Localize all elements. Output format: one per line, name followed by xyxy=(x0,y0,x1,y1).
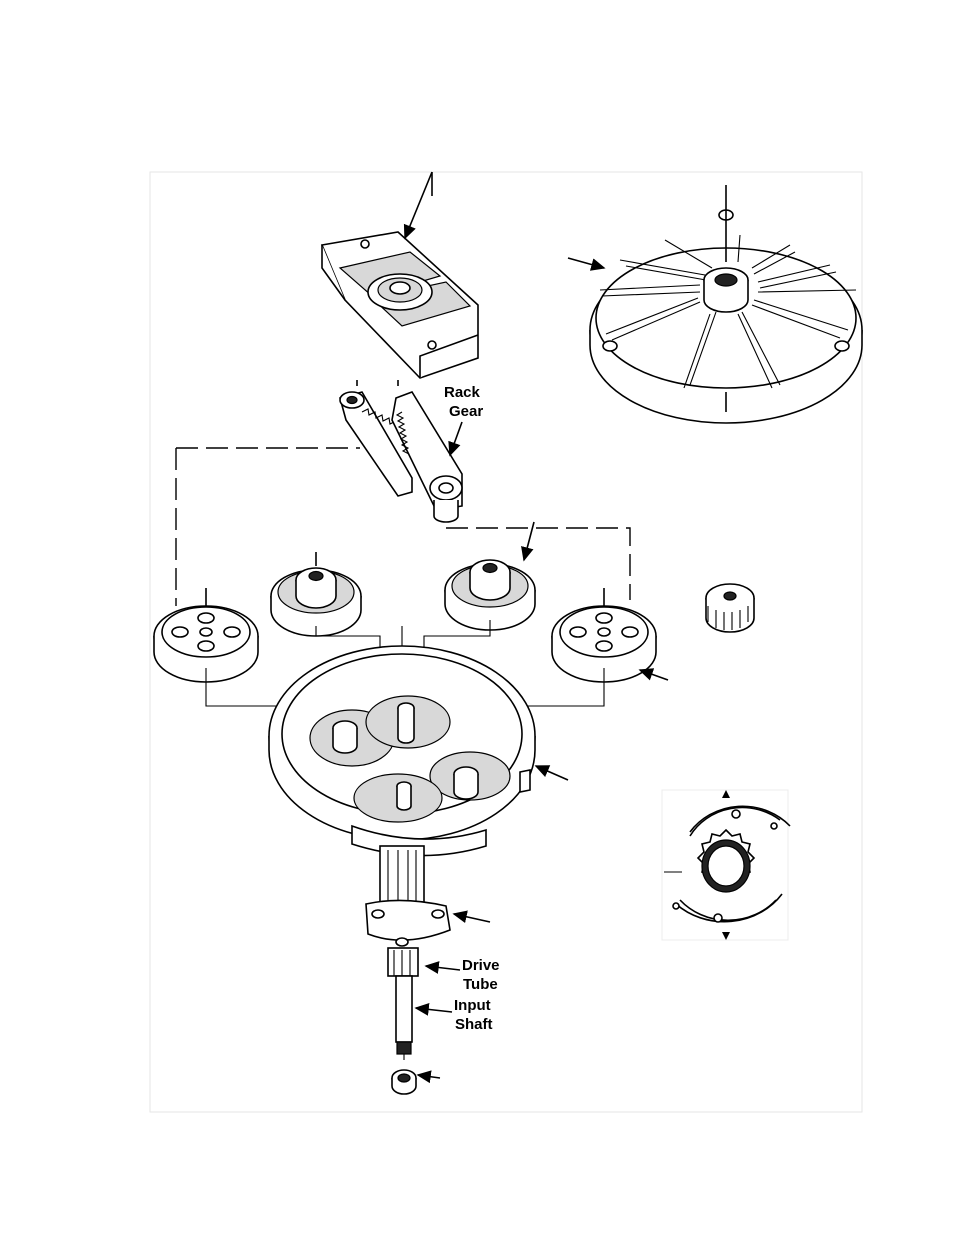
cover-plate-arrow xyxy=(568,258,604,268)
transmission-housing xyxy=(269,646,535,840)
input-shaft-arrow xyxy=(416,1008,452,1012)
pinion-gear-center xyxy=(445,560,535,630)
cam-bracket xyxy=(322,232,478,378)
spur-right-arrow xyxy=(640,670,668,680)
clutch-spring-detail xyxy=(662,790,790,940)
drive-tube xyxy=(352,826,486,976)
cam-bracket-arrow xyxy=(405,172,432,238)
rack-gear-arrow xyxy=(450,422,462,455)
rack-gear-label-line1: Rack xyxy=(444,384,481,401)
drive-tube-label-line1: Drive xyxy=(462,957,500,974)
drive-tube-arrow xyxy=(426,966,460,970)
pinion-gear-small xyxy=(706,584,754,632)
seal-ring-arrow xyxy=(418,1075,440,1078)
rack-gear-label-line2: Gear xyxy=(449,403,483,420)
input-shaft-label-line2: Shaft xyxy=(455,1016,493,1033)
input-shaft-label-line1: Input xyxy=(454,997,491,1014)
pinion-gear-left xyxy=(271,568,361,636)
seal-ring xyxy=(392,1070,416,1094)
housing-arrow xyxy=(536,766,568,780)
drive-tube-label-line2: Tube xyxy=(463,976,498,993)
flange-arrow xyxy=(454,914,490,922)
input-shaft xyxy=(396,976,412,1060)
